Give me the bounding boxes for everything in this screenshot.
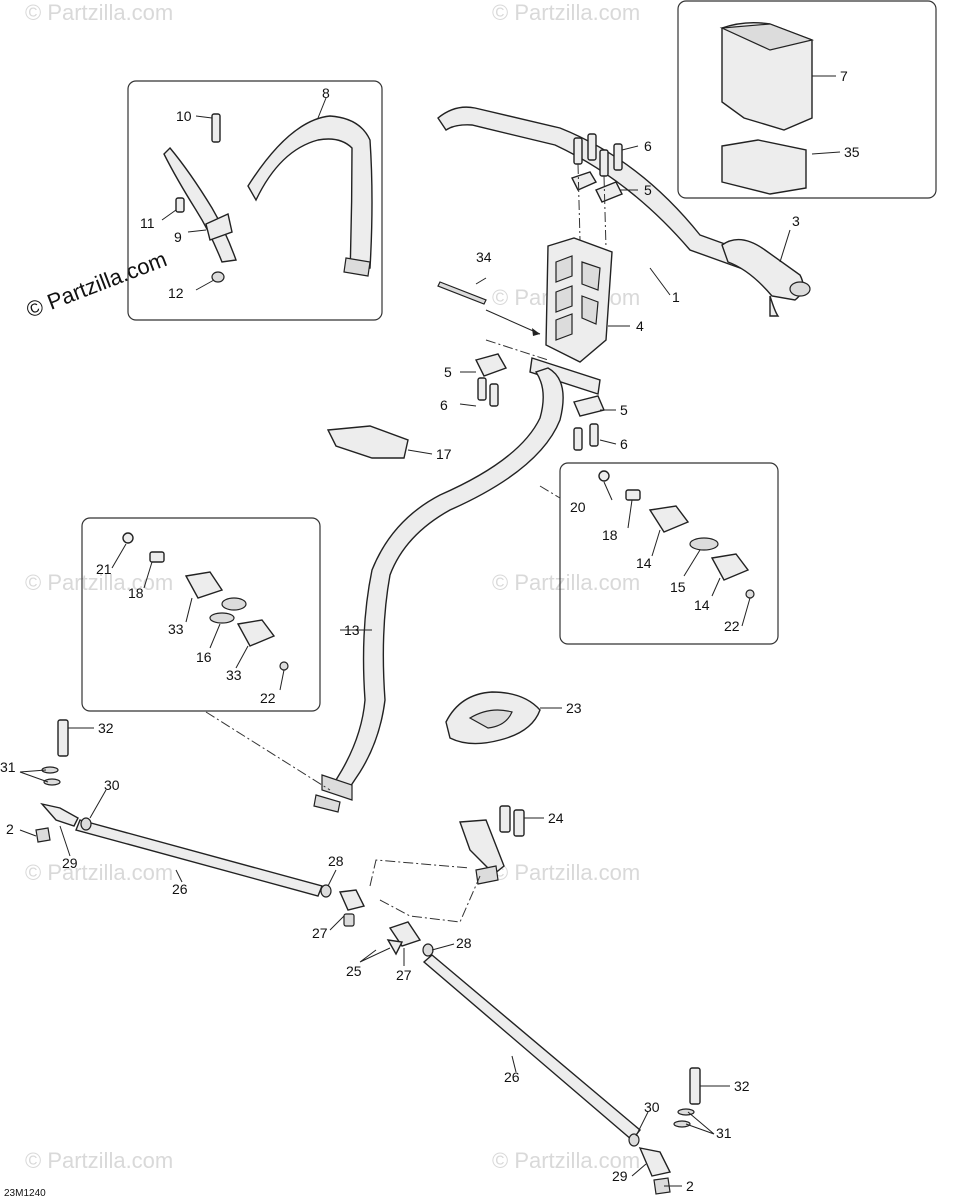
callout-30: 30 [104,777,120,793]
handlebar-detail [163,113,373,283]
callout-23: 23 [566,700,582,716]
callout-14: 14 [636,555,652,571]
balljoint-right [598,470,755,599]
inset-box-pad [677,0,937,199]
callout-5: 5 [620,402,628,418]
dashed-leaders [205,163,607,923]
callout-5: 5 [444,364,452,380]
callout-27: 27 [312,925,328,941]
callout-13: 13 [344,622,360,638]
handlebar [437,106,811,317]
callout-31: 31 [0,759,16,775]
pad [719,21,815,195]
callout-33: 33 [226,667,242,683]
watermark: © Partzilla.com [25,1148,173,1173]
callout-5: 5 [644,182,652,198]
callout-16: 16 [196,649,212,665]
callout-33: 33 [168,621,184,637]
inset-box-left-balljoint [81,517,321,712]
callout-24: 24 [548,810,564,826]
callout-28: 28 [456,935,472,951]
inset-box-handlebar-detail [127,80,383,321]
figure-code: 23M1240 [4,1188,46,1199]
callout-29: 29 [612,1168,628,1184]
riser-clamps-lower [474,353,605,451]
watermark: © Partzilla.com [492,0,640,25]
leader-lines [19,75,841,1187]
callout-17: 17 [436,446,452,462]
callout-4: 4 [636,318,644,334]
callout-6: 6 [620,436,628,452]
watermark: © Partzilla.com [25,860,173,885]
callout-26: 26 [504,1069,520,1085]
callout-1: 1 [672,289,680,305]
callout-21: 21 [96,561,112,577]
callout-34: 34 [476,249,492,265]
callout-18: 18 [128,585,144,601]
callout-11: 11 [140,215,155,231]
callout-26: 26 [172,881,188,897]
riser-bolts-top [571,133,623,203]
riser [545,237,613,363]
callout-8: 8 [322,85,330,101]
strip [437,281,487,305]
inset-box-right-balljoint [559,462,779,645]
watermark: © Partzilla.com [492,860,640,885]
bracket [459,805,525,885]
watermark: © Partzilla.com [492,1148,640,1173]
callout-15: 15 [670,579,686,595]
callout-2: 2 [686,1178,694,1194]
callout-22: 22 [260,690,276,706]
callout-29: 29 [62,855,78,871]
watermark: © Partzilla.com [492,570,640,595]
watermark: © Partzilla.com [25,0,173,25]
callout-22: 22 [724,618,740,634]
callout-6: 6 [440,397,448,413]
balljoint-left [122,532,289,671]
tie-rod-upper [35,719,366,927]
callout-35: 35 [844,144,860,160]
callout-18: 18 [602,527,618,543]
callout-9: 9 [174,229,182,245]
callout-30: 30 [644,1099,660,1115]
callouts: 1 3 4 5 6 5 6 5 6 7 35 8 10 11 9 12 34 1… [0,68,860,1194]
callout-20: 20 [570,499,586,515]
callout-10: 10 [176,108,192,124]
callout-25: 25 [346,963,362,979]
callout-27: 27 [396,967,412,983]
callout-7: 7 [840,68,848,84]
tie-rod-lower [386,921,701,1195]
callout-28: 28 [328,853,344,869]
callout-6: 6 [644,138,652,154]
callout-32: 32 [98,720,114,736]
plate [326,425,409,459]
watermarks: © Partzilla.com © Partzilla.com © Partzi… [25,0,640,1173]
callout-12: 12 [168,285,184,301]
callout-2: 2 [6,821,14,837]
callout-31: 31 [716,1125,732,1141]
callout-3: 3 [792,213,800,229]
callout-32: 32 [734,1078,750,1094]
brand-watermark: © Partzilla.com [23,246,170,322]
callout-14: 14 [694,597,710,613]
